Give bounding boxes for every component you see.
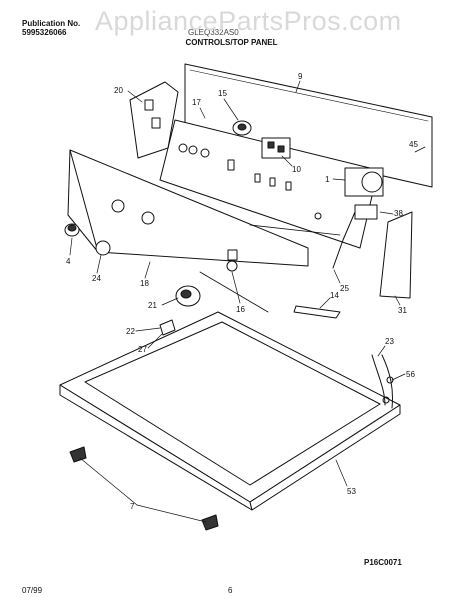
callout-27: 27 — [138, 345, 147, 354]
part-top-panel — [59, 311, 401, 511]
part-end-bracket-right — [379, 211, 413, 299]
callout-10: 10 — [292, 165, 301, 174]
callout-23: 23 — [385, 337, 394, 346]
part-14 — [293, 305, 341, 319]
footer-date: 07/99 — [22, 586, 43, 595]
figure-code: P16C0071 — [364, 558, 402, 567]
page-title: CONTROLS/TOP PANEL — [185, 38, 278, 47]
publication-label: Publication No. — [22, 19, 81, 28]
callout-4: 4 — [66, 257, 71, 266]
callout-45: 45 — [409, 140, 418, 149]
part-bumper — [69, 446, 219, 531]
part-console-panel — [67, 149, 309, 267]
callout-1: 1 — [325, 175, 330, 184]
part-10 — [261, 137, 291, 159]
callout-20: 20 — [114, 86, 123, 95]
part-22 — [159, 319, 176, 336]
watermark: AppliancePartsPros.com — [95, 6, 402, 36]
part-15 — [232, 120, 252, 136]
callout-9: 9 — [298, 72, 303, 81]
part-top-panel-back — [184, 63, 433, 188]
leader-lines — [69, 80, 426, 523]
part-control-panel — [159, 119, 379, 249]
callout-7: 7 — [130, 502, 135, 511]
publication-number: 5995326066 — [22, 28, 67, 37]
part-knob-4 — [64, 223, 80, 237]
callout-labels: 20 15 9 17 10 45 1 38 4 24 18 25 16 21 1… — [66, 72, 418, 511]
model-code: GLEQ332AS0 — [188, 28, 239, 37]
part-knob-24 — [95, 240, 111, 256]
part-end-bracket-left — [129, 81, 179, 159]
callout-24: 24 — [92, 274, 101, 283]
callout-18: 18 — [140, 279, 149, 288]
callout-16: 16 — [236, 305, 245, 314]
callout-56: 56 — [406, 370, 415, 379]
part-1 — [344, 167, 384, 197]
callout-21: 21 — [148, 301, 157, 310]
part-harness — [371, 354, 394, 409]
callout-15: 15 — [218, 89, 227, 98]
callout-17: 17 — [192, 98, 201, 107]
part-38 — [332, 204, 378, 269]
callout-22: 22 — [126, 327, 135, 336]
part-timer-knob — [175, 260, 238, 307]
callout-38: 38 — [394, 209, 403, 218]
callout-31: 31 — [398, 306, 407, 315]
page-number: 6 — [228, 586, 233, 595]
callout-14: 14 — [330, 291, 339, 300]
callout-53: 53 — [347, 487, 356, 496]
callout-25: 25 — [340, 284, 349, 293]
